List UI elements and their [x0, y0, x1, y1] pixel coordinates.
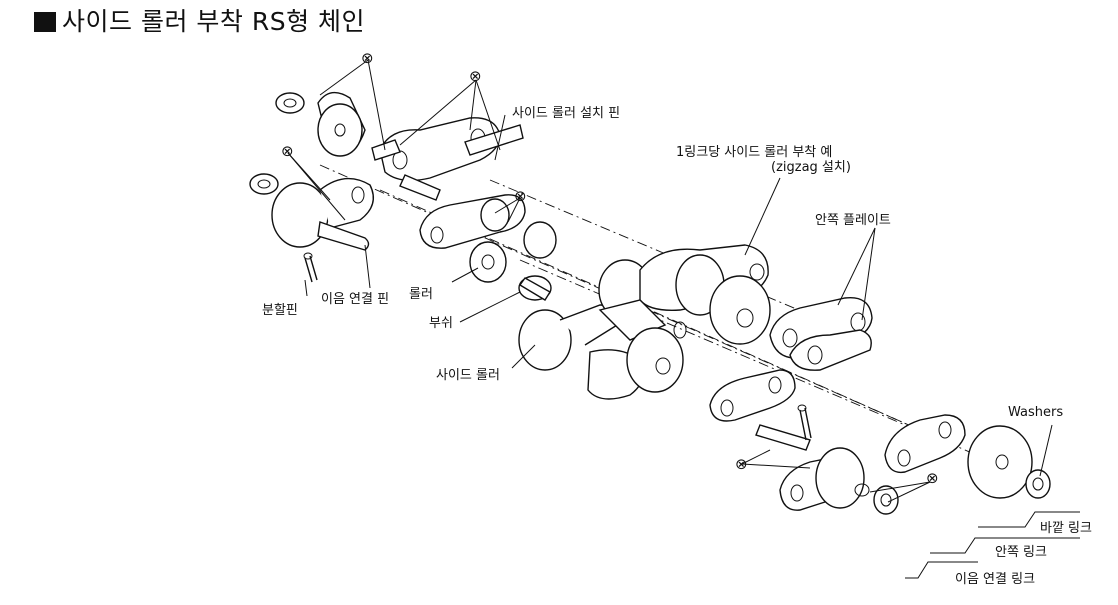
exclusion-marker: ⊗	[926, 469, 939, 487]
cotter-pin-left	[303, 252, 318, 283]
label-inner-link: 안쪽 링크	[995, 545, 1047, 560]
label-bush: 부쉬	[429, 316, 453, 331]
assembled-chain	[598, 244, 771, 393]
label-side-roller-pin: 사이드 롤러 설치 핀	[512, 106, 621, 121]
exclusion-marker: ⊗	[361, 49, 374, 67]
inner-plate-right	[769, 296, 873, 371]
label-cotter-pin: 분할핀	[262, 303, 298, 318]
connecting-plate-lower	[709, 369, 812, 451]
square-bullet-icon	[34, 12, 56, 32]
inner-link-top	[419, 194, 557, 259]
title-text: 사이드 롤러 부착 RS형 체인	[62, 7, 366, 36]
page-title: 사이드 롤러 부착 RS형 체인	[34, 6, 365, 38]
washer-top-left	[275, 92, 305, 114]
label-connecting-pin: 이음 연결 핀	[321, 292, 390, 307]
roller-part	[469, 241, 507, 283]
link-steps	[905, 511, 1080, 579]
label-roller: 롤러	[409, 287, 433, 302]
label-connecting-link: 이음 연결 링크	[955, 572, 1036, 587]
label-washers: Washers	[1008, 405, 1064, 420]
exclusion-marker: ⊗	[281, 142, 294, 160]
leader-lines	[287, 59, 1053, 503]
label-example-line1: 1링크당 사이드 롤러 부착 예	[676, 145, 833, 160]
side-roller-top-left	[317, 91, 366, 157]
washer-right	[1025, 469, 1051, 499]
connecting-link-lower	[779, 447, 899, 515]
label-side-roller: 사이드 롤러	[436, 368, 500, 383]
outer-link-top	[371, 117, 524, 201]
exclusion-marker: ⊗	[469, 67, 482, 85]
exclusion-marker: ⊗	[514, 187, 527, 205]
washer-mid-left	[249, 173, 279, 195]
outer-plate-right	[884, 414, 966, 474]
center-lines	[319, 164, 1011, 471]
side-roller-right	[967, 425, 1033, 499]
bush-part	[518, 275, 552, 301]
label-outer-link: 바깥 링크	[1040, 521, 1092, 536]
side-roller-connecting	[271, 177, 374, 251]
exclusion-marker: ⊗	[735, 455, 748, 473]
label-example-line2: (zigzag 설치)	[771, 160, 851, 175]
label-inner-plate: 안쪽 플레이트	[815, 213, 891, 228]
